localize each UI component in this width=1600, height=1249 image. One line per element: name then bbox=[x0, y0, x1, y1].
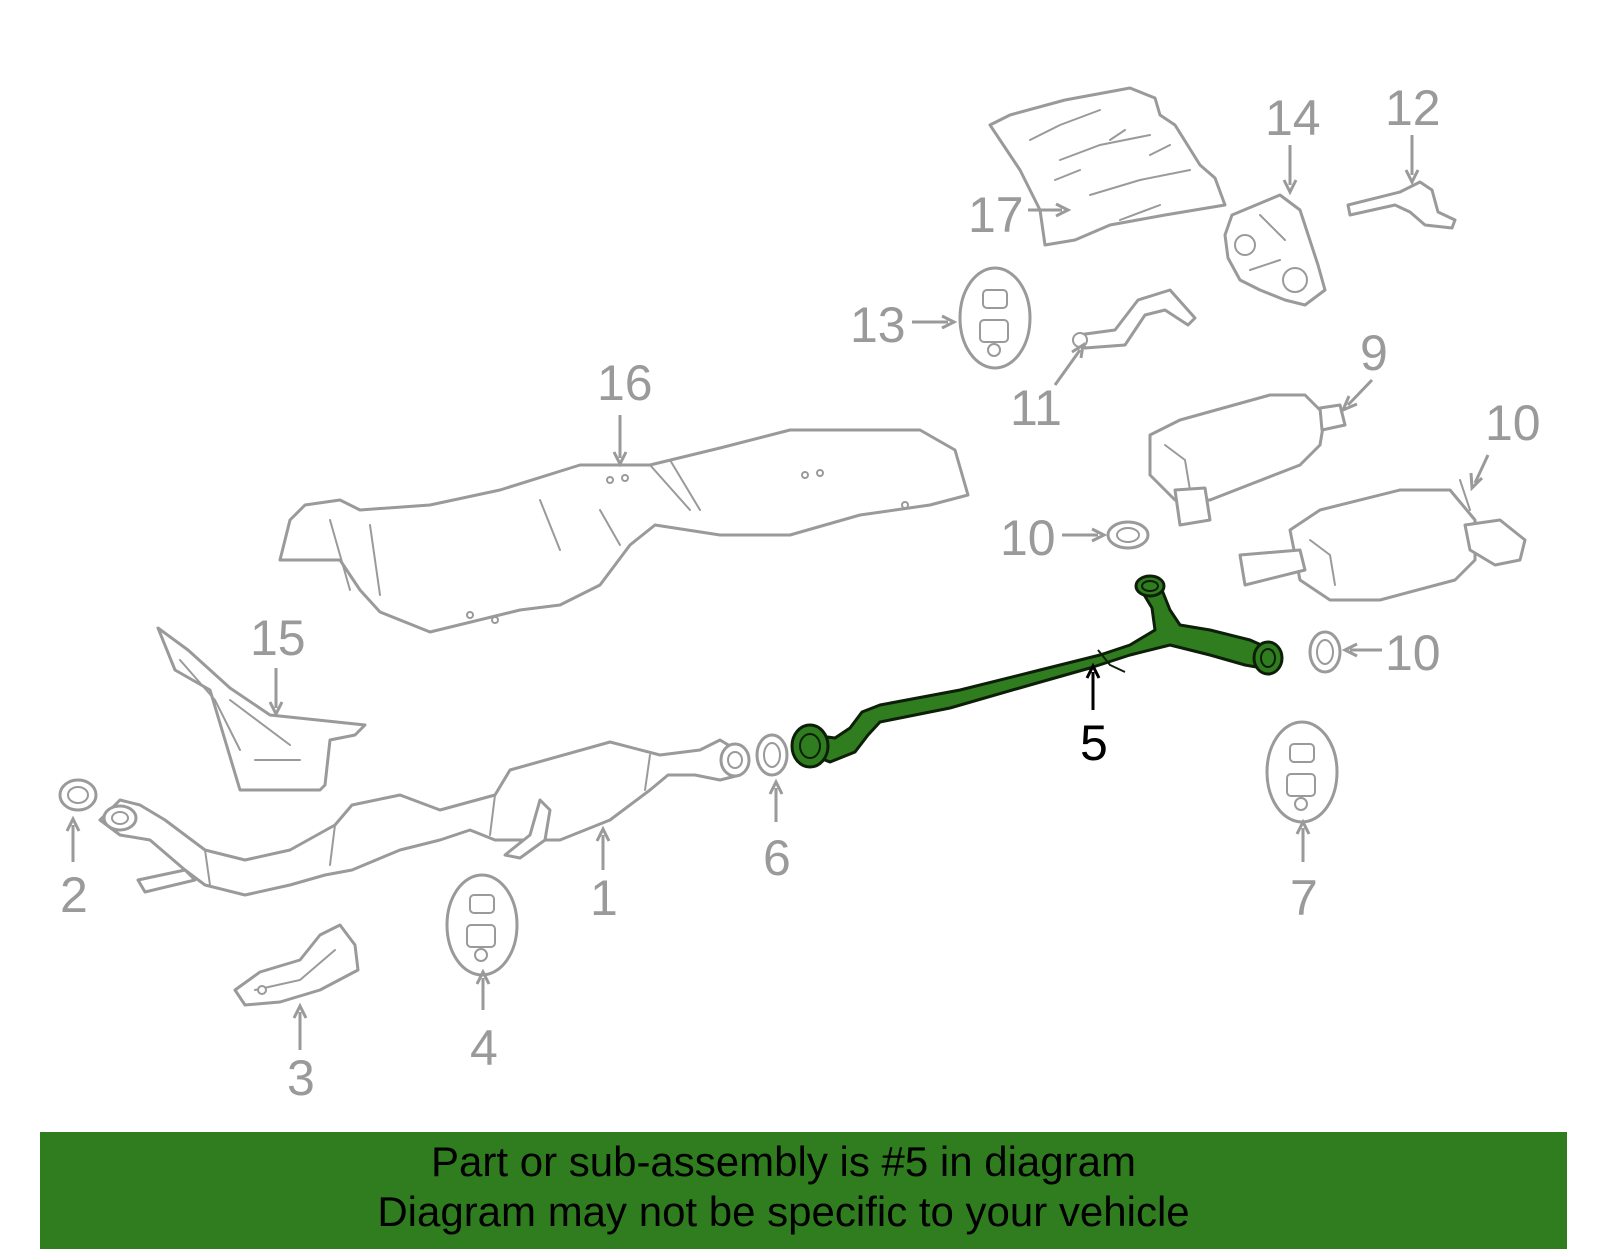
svg-text:15: 15 bbox=[250, 610, 306, 666]
part-9-muffler bbox=[1238, 479, 1527, 602]
callout-1: 1 bbox=[590, 825, 618, 926]
svg-text:12: 12 bbox=[1385, 80, 1441, 136]
callout-14: 14 bbox=[1265, 90, 1321, 196]
svg-text:10: 10 bbox=[1385, 625, 1441, 681]
svg-text:14: 14 bbox=[1265, 90, 1321, 146]
info-banner: Part or sub-assembly is #5 in diagram Di… bbox=[40, 1132, 1567, 1249]
callout-9: 10 bbox=[1469, 395, 1541, 492]
part-1-front-pipe bbox=[98, 738, 751, 897]
part-17-heat-shield bbox=[988, 86, 1227, 247]
callout-12: 12 bbox=[1385, 80, 1441, 186]
part-3-bracket bbox=[233, 923, 360, 1007]
svg-text:10: 10 bbox=[1000, 510, 1056, 566]
svg-text:17: 17 bbox=[968, 187, 1024, 243]
part-15-bracket bbox=[156, 626, 367, 792]
part-2-gasket bbox=[58, 778, 98, 812]
svg-text:3: 3 bbox=[287, 1050, 315, 1106]
part-10-gasket-upper bbox=[1106, 520, 1150, 550]
callout-4: 4 bbox=[470, 968, 498, 1076]
part-11-bracket bbox=[1072, 288, 1197, 350]
callout-11: 11 bbox=[1010, 341, 1085, 436]
banner-disclaimer: Diagram may not be specific to your vehi… bbox=[377, 1188, 1190, 1235]
svg-text:4: 4 bbox=[470, 1020, 498, 1076]
part-8-muffler bbox=[1148, 393, 1347, 527]
svg-text:1: 1 bbox=[590, 870, 618, 926]
callout-10-upper: 10 bbox=[1000, 510, 1108, 566]
callout-16: 16 bbox=[597, 355, 653, 468]
part-10-gasket-lower bbox=[1308, 630, 1342, 674]
svg-text:13: 13 bbox=[850, 297, 906, 353]
svg-text:6: 6 bbox=[763, 830, 791, 886]
part-7-rubber-hanger bbox=[1265, 720, 1339, 824]
svg-text:9: 9 bbox=[1360, 325, 1388, 381]
part-6-gasket bbox=[755, 733, 789, 777]
svg-text:11: 11 bbox=[1010, 380, 1062, 436]
svg-text:5: 5 bbox=[1080, 715, 1108, 771]
callout-5[interactable]: 5 bbox=[1080, 662, 1108, 771]
callout-17: 17 bbox=[968, 187, 1072, 243]
callout-8: 9 bbox=[1340, 325, 1388, 413]
part-5-intermediate-pipe[interactable] bbox=[790, 574, 1284, 769]
part-16-heat-shield bbox=[278, 428, 970, 634]
callout-10-lower: 10 bbox=[1341, 625, 1441, 681]
part-4-rubber-hanger bbox=[445, 873, 519, 977]
svg-text:10: 10 bbox=[1485, 395, 1541, 451]
part-14-hanger bbox=[1223, 193, 1327, 307]
svg-text:16: 16 bbox=[597, 355, 653, 411]
callout-3: 3 bbox=[287, 1002, 315, 1106]
callout-6: 6 bbox=[763, 778, 791, 886]
svg-text:2: 2 bbox=[60, 867, 88, 923]
part-12-bracket bbox=[1346, 180, 1457, 230]
callout-13: 13 bbox=[850, 297, 958, 353]
banner-part-note: Part or sub-assembly is #5 in diagram bbox=[431, 1138, 1136, 1185]
callout-2: 2 bbox=[60, 815, 88, 923]
svg-text:7: 7 bbox=[1290, 870, 1318, 926]
callout-15: 15 bbox=[250, 610, 306, 718]
part-13-rubber-hanger bbox=[958, 266, 1032, 370]
callout-7: 7 bbox=[1290, 818, 1318, 926]
